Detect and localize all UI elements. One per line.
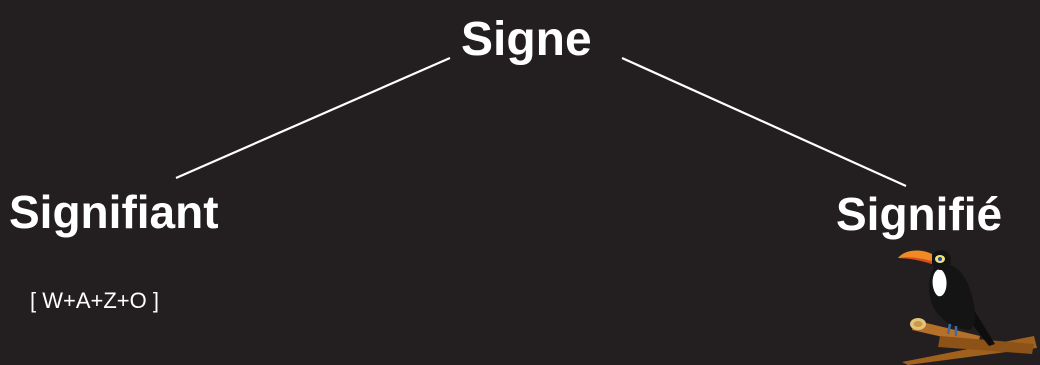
toucan-icon	[894, 244, 1040, 365]
line-signe-to-signifie	[622, 58, 906, 186]
signe-label: Signe	[461, 16, 592, 64]
signifie-label: Signifié	[836, 191, 1002, 237]
line-signe-to-signifiant	[176, 58, 450, 178]
signifiant-label: Signifiant	[9, 189, 219, 235]
phonetic-sequence: [ W+A+Z+O ]	[30, 290, 159, 312]
